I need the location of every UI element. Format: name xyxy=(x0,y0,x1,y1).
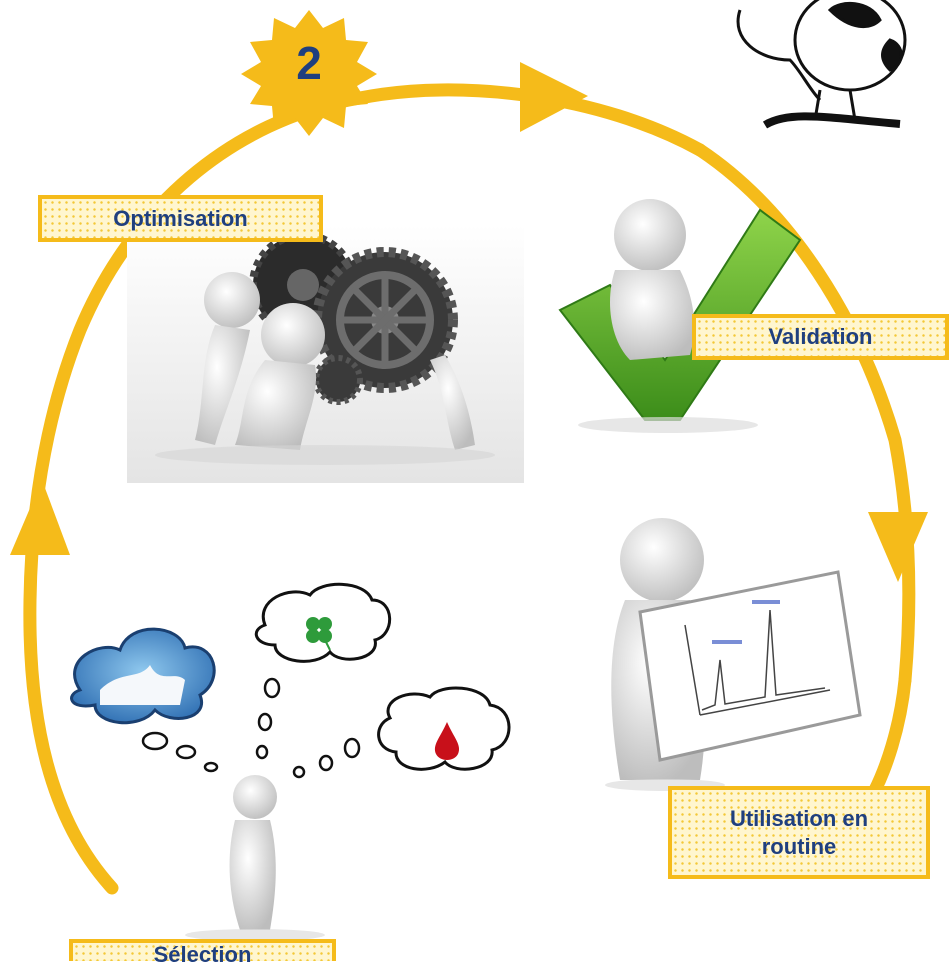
arc-left xyxy=(23,91,367,895)
milk-splash-icon xyxy=(70,627,216,725)
step-utilisation-label: Utilisation en routine xyxy=(668,786,930,879)
arc-right-bottom xyxy=(868,673,912,797)
step-utilisation-text: Utilisation en routine xyxy=(729,806,869,859)
step-number: 2 xyxy=(296,37,322,89)
step-optimisation-text: Optimisation xyxy=(113,205,248,231)
check-mark-figure-icon xyxy=(558,199,802,433)
blood-drop-icon xyxy=(434,722,460,760)
step-selection-label: Sélection xyxy=(69,939,336,967)
thinking-figure-icon xyxy=(70,582,511,941)
cycle-arrows xyxy=(10,62,928,582)
gears-team-icon xyxy=(127,225,524,483)
badge-star-icon xyxy=(241,10,377,136)
step-validation-text: Validation xyxy=(768,324,873,350)
arc-right-top xyxy=(693,143,916,687)
step-optimisation-label: Optimisation xyxy=(38,195,323,242)
cow-logo-icon xyxy=(736,0,907,129)
arrow-left-icon xyxy=(10,480,70,555)
step-validation-label: Validation xyxy=(692,314,949,360)
clover-icon xyxy=(306,617,332,651)
step-selection-text: Sélection xyxy=(153,942,252,967)
arrow-right-icon xyxy=(868,512,928,582)
chromatogram-board-icon xyxy=(605,518,862,791)
arrow-top-icon xyxy=(520,62,588,132)
cycle-path xyxy=(23,83,916,895)
